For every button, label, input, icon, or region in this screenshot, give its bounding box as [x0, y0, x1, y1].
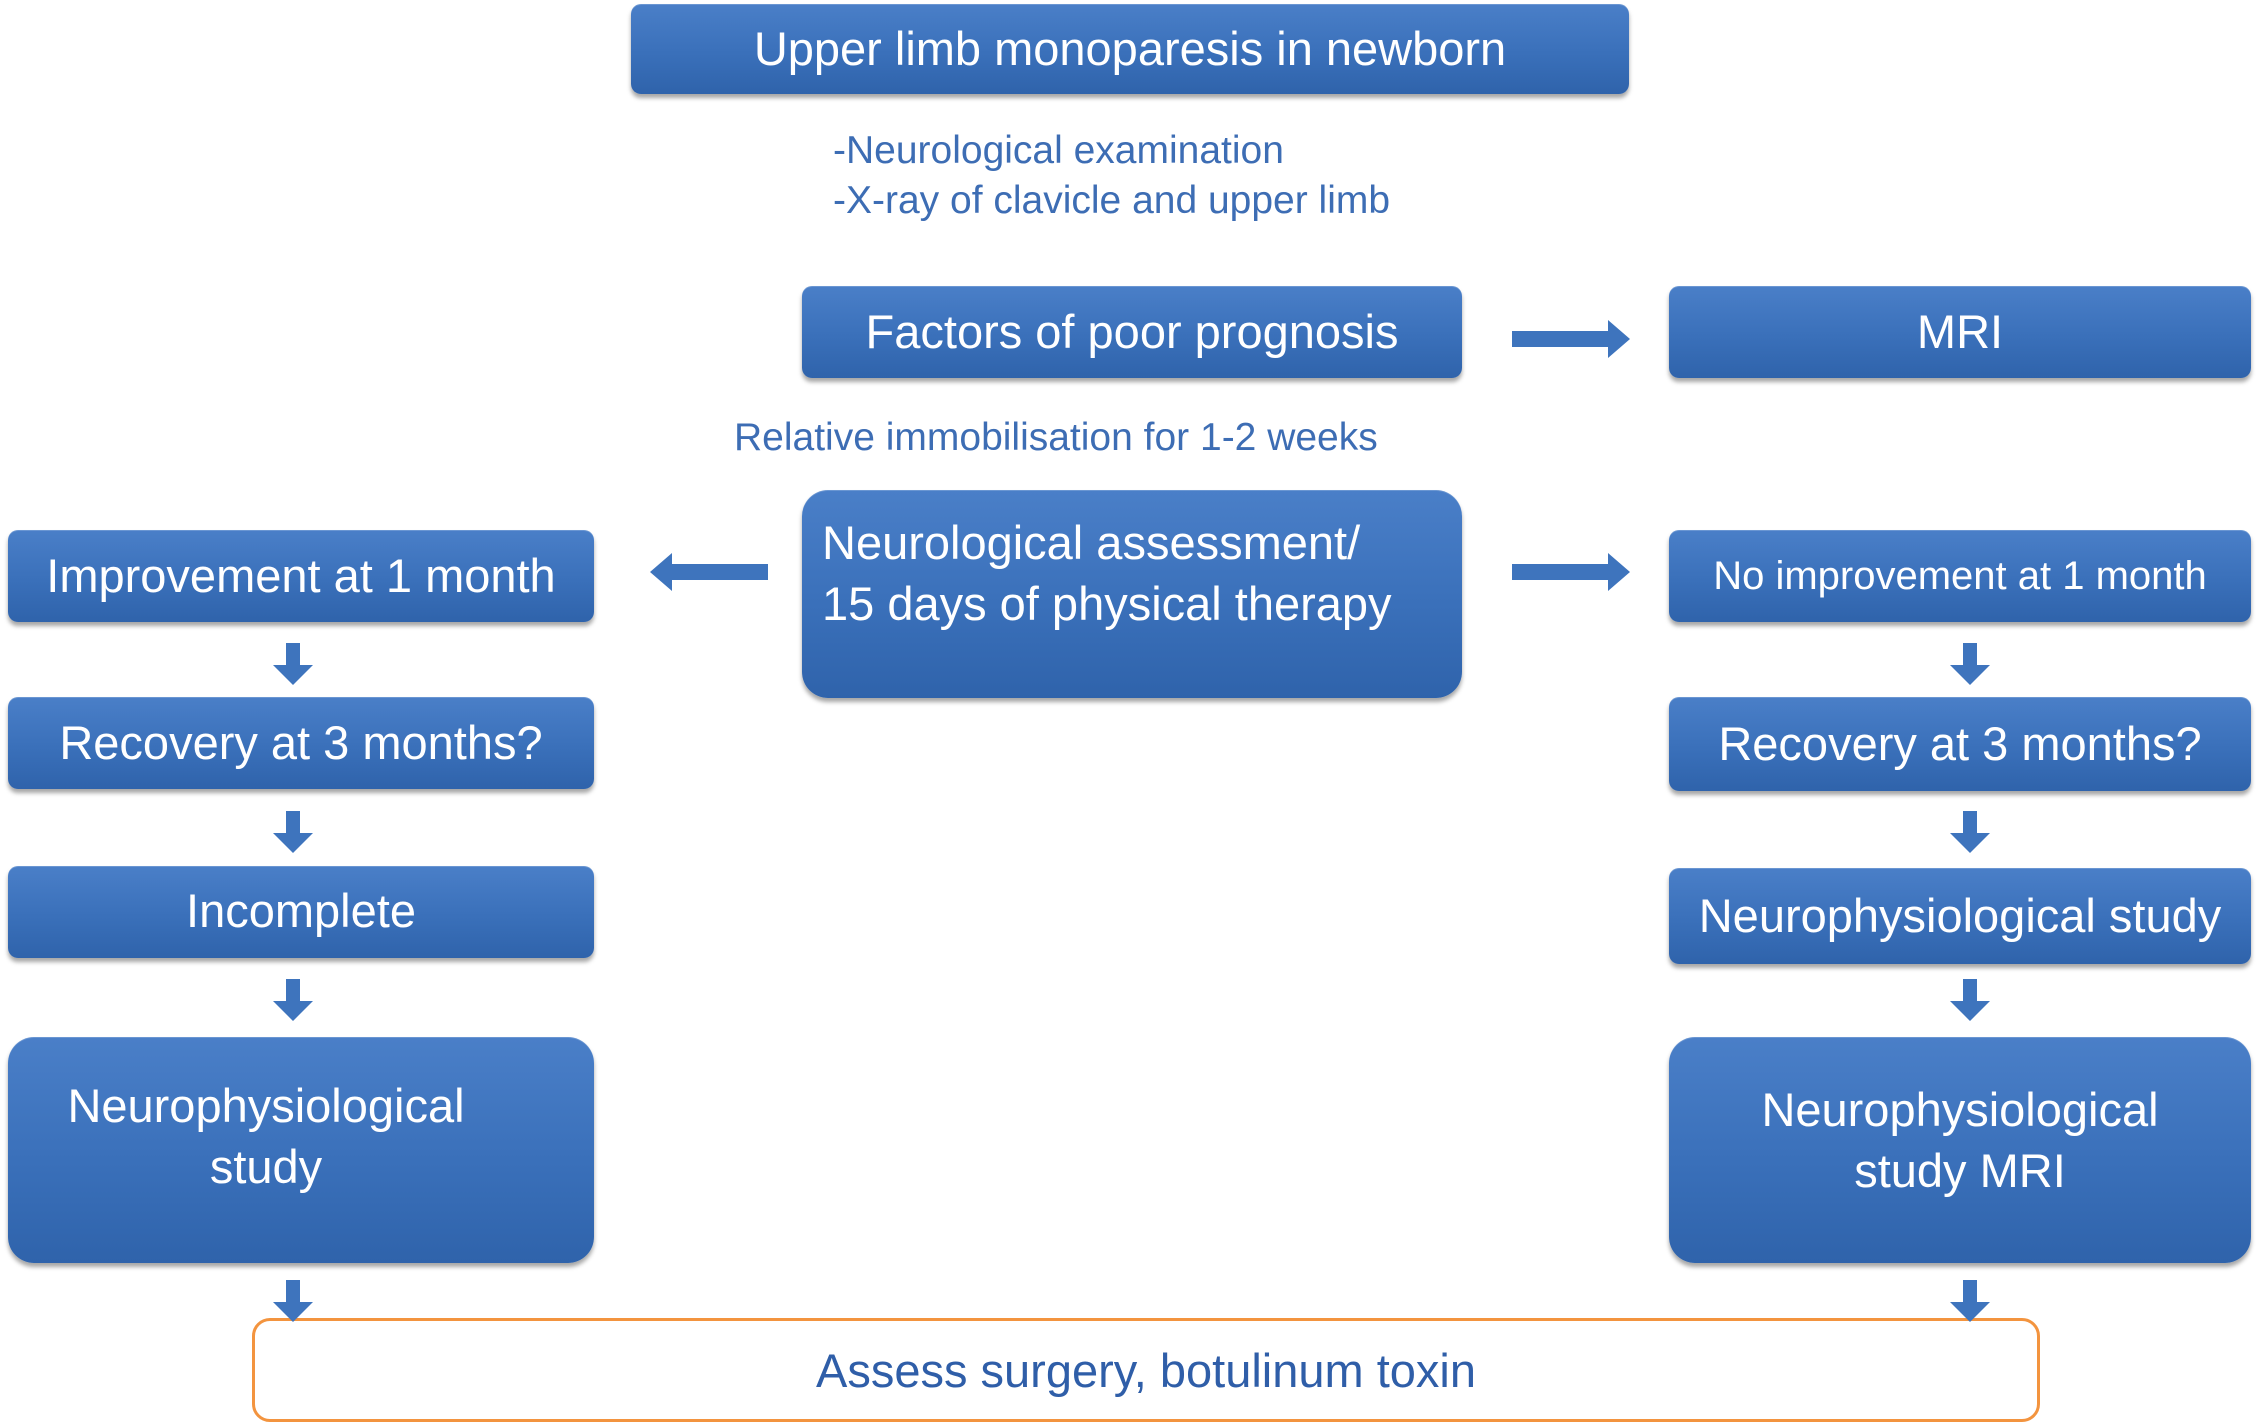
node-right-recovery-3-months: Recovery at 3 months?: [1669, 697, 2251, 791]
arrow-down-right-1: [1950, 643, 1990, 685]
node-left-neurophysiological-study-text: Neurophysiological study: [67, 1075, 464, 1197]
arrow-left-to-improvement: [650, 553, 768, 591]
node-right-study-mri-line1: Neurophysiological: [1761, 1083, 2159, 1136]
arrow-down-right-4: [1950, 1280, 1990, 1322]
arrow-right-to-no-improvement: [1512, 553, 1630, 591]
node-neurological-assessment-line2: 15 days of physical therapy: [822, 577, 1392, 631]
arrow-down-right-2: [1950, 811, 1990, 853]
node-right-neurophysiological-study-mri: Neurophysiological study MRI: [1669, 1037, 2251, 1263]
node-improvement-1-month-label: Improvement at 1 month: [46, 549, 556, 603]
node-no-improvement-1-month-label: No improvement at 1 month: [1713, 554, 2207, 598]
node-right-study-mri-line2: study MRI: [1854, 1144, 2066, 1198]
node-left-study-line1: Neurophysiological: [67, 1079, 465, 1132]
exam-note-neurological: -Neurological examination: [833, 129, 1284, 172]
node-right-neurophysiological-study-label: Neurophysiological study: [1698, 889, 2222, 943]
arrow-down-left-3: [273, 979, 313, 1021]
node-assess-surgery: Assess surgery, botulinum toxin: [252, 1318, 2040, 1422]
node-right-recovery-3-months-label: Recovery at 3 months?: [1718, 717, 2202, 771]
node-right-neurophysiological-study-mri-text: Neurophysiological study MRI: [1761, 1079, 2158, 1201]
node-factors-poor-prognosis-label: Factors of poor prognosis: [865, 305, 1399, 359]
node-neurological-assessment-line1: Neurological assessment/: [822, 516, 1361, 569]
node-mri-label: MRI: [1916, 305, 2004, 359]
node-no-improvement-1-month: No improvement at 1 month: [1669, 530, 2251, 622]
node-mri: MRI: [1669, 286, 2251, 378]
node-improvement-1-month: Improvement at 1 month: [8, 530, 594, 622]
node-neurological-assessment: Neurological assessment/ 15 days of phys…: [802, 490, 1462, 698]
node-left-recovery-3-months: Recovery at 3 months?: [8, 697, 594, 789]
exam-note-xray: -X-ray of clavicle and upper limb: [833, 179, 1391, 222]
node-upper-limb-monoparesis: Upper limb monoparesis in newborn: [631, 4, 1629, 94]
node-right-neurophysiological-study: Neurophysiological study: [1669, 868, 2251, 964]
arrow-down-right-3: [1950, 979, 1990, 1021]
node-upper-limb-monoparesis-label: Upper limb monoparesis in newborn: [753, 22, 1507, 76]
immobilisation-note: Relative immobilisation for 1-2 weeks: [734, 416, 1378, 459]
node-assess-surgery-label: Assess surgery, botulinum toxin: [815, 1343, 1477, 1397]
arrow-down-left-1: [273, 643, 313, 685]
node-left-study-line2: study: [209, 1140, 323, 1194]
arrow-down-left-4: [273, 1280, 313, 1322]
node-incomplete: Incomplete: [8, 866, 594, 958]
node-neurological-assessment-text: Neurological assessment/ 15 days of phys…: [822, 512, 1392, 634]
arrow-down-left-2: [273, 811, 313, 853]
node-incomplete-label: Incomplete: [186, 884, 416, 937]
node-left-neurophysiological-study: Neurophysiological study: [8, 1037, 594, 1263]
arrow-right-to-mri: [1512, 320, 1630, 358]
node-left-recovery-3-months-label: Recovery at 3 months?: [59, 716, 543, 770]
node-factors-poor-prognosis: Factors of poor prognosis: [802, 286, 1462, 378]
